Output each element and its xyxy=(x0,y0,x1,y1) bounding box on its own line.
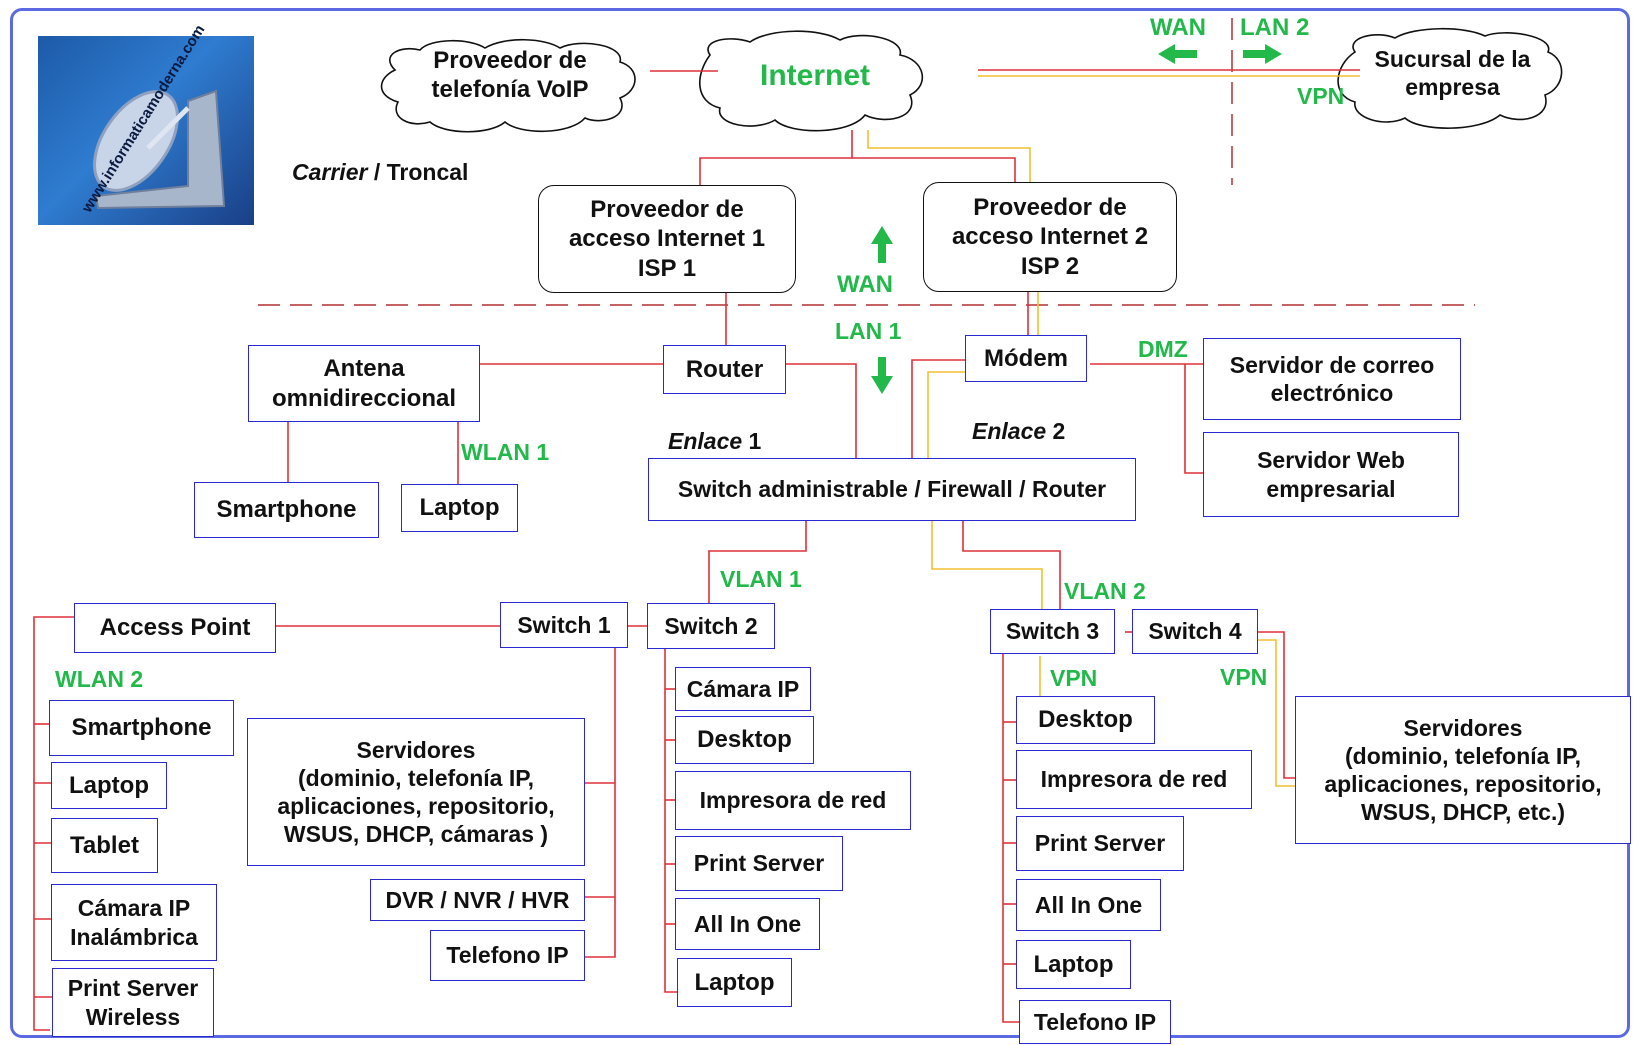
enlace2-number: 2 xyxy=(1046,417,1066,444)
switch3-printserver-box: Print Server xyxy=(1016,816,1184,871)
switch4-servers-box: Servidores (dominio, telefonía IP, aplic… xyxy=(1295,696,1631,844)
site-logo xyxy=(38,36,254,225)
dmz-web-link xyxy=(1184,364,1208,474)
voip-provider-cloud: Proveedor de telefonía VoIP xyxy=(431,47,589,103)
wlan1-label: WLAN 1 xyxy=(461,439,550,465)
modem-box: Módem xyxy=(965,335,1087,382)
wan-up-arrow xyxy=(871,226,893,263)
ap-printserver-box: Print Server Wireless xyxy=(52,968,214,1037)
switch2-desktop-box: Desktop xyxy=(675,716,814,764)
laptop-top-box: Laptop xyxy=(401,484,518,532)
wan-mid-label: WAN xyxy=(837,271,893,298)
router-box: Router xyxy=(663,345,786,394)
wan-top-label: WAN xyxy=(1150,14,1206,41)
branch-cloud: Sucursal de la empresa xyxy=(1374,46,1531,100)
lan2-label: LAN 2 xyxy=(1240,14,1310,41)
carrier-label: Carrier / Troncal xyxy=(292,131,468,186)
dmz-label: DMZ xyxy=(1138,336,1188,362)
switch3-box: Switch 3 xyxy=(990,609,1115,654)
switch1-devices-bus xyxy=(585,648,616,958)
core-switch2-link xyxy=(708,521,807,604)
isp2-box: Proveedor de acceso Internet 2 ISP 2 xyxy=(923,182,1177,292)
switch2-box: Switch 2 xyxy=(647,603,775,649)
switch2-printer-box: Impresora de red xyxy=(675,771,911,830)
switch4-servers-link xyxy=(1258,631,1295,779)
mail-server-box: Servidor de correo electrónico xyxy=(1203,338,1461,420)
switch1-ip-phone-box: Telefono IP xyxy=(430,930,585,981)
enlace2-word: Enlace xyxy=(972,417,1047,444)
switch2-printserver-box: Print Server xyxy=(675,836,843,891)
switch1-servers-box: Servidores (dominio, telefonía IP, aplic… xyxy=(247,718,585,866)
carrier-text: Carrier xyxy=(292,158,368,185)
ap-devices-bus xyxy=(33,616,74,1031)
troncal-text: / Troncal xyxy=(367,158,469,185)
switch4-box: Switch 4 xyxy=(1132,609,1258,654)
voip-cloud-shape xyxy=(380,38,636,133)
switch1-box: Switch 1 xyxy=(500,602,628,648)
vpn-core-switch3 xyxy=(931,521,1043,609)
vpn-internet-isp2 xyxy=(867,130,1031,185)
lan1-down-arrow xyxy=(871,357,893,394)
web-server-box: Servidor Web empresarial xyxy=(1203,432,1459,517)
switch3-laptop-box: Laptop xyxy=(1016,940,1131,989)
vlan2-label: VLAN 2 xyxy=(1064,578,1146,604)
switch2-camera-box: Cámara IP xyxy=(675,667,811,711)
vpn-switch4-servers xyxy=(1258,639,1295,787)
vpn-top-label: VPN xyxy=(1297,83,1345,109)
wlan2-label: WLAN 2 xyxy=(55,666,144,692)
switch3-desktop-box: Desktop xyxy=(1016,696,1155,744)
smartphone-top-box: Smartphone xyxy=(194,482,379,538)
switch3-ip-phone-box: Telefono IP xyxy=(1019,1000,1171,1044)
diagram-frame xyxy=(10,8,1630,1038)
access-point-box: Access Point xyxy=(74,603,276,653)
switch3-printer-box: Impresora de red xyxy=(1016,750,1252,809)
isp1-box: Proveedor de acceso Internet 1 ISP 1 xyxy=(538,185,796,293)
ap-smartphone-box: Smartphone xyxy=(49,700,234,756)
ap-laptop-box: Laptop xyxy=(51,762,167,809)
ap-tablet-box: Tablet xyxy=(51,818,158,873)
enlace2-label: Enlace 2 xyxy=(972,390,1065,445)
ap-camera-box: Cámara IP Inalámbrica xyxy=(51,884,217,961)
lan2-right-arrow xyxy=(1243,44,1282,64)
switch2-laptop-box: Laptop xyxy=(677,958,792,1007)
core-switch-box: Switch administrable / Firewall / Router xyxy=(648,458,1136,521)
vpn-modem-core xyxy=(927,371,968,458)
switch2-allinone-box: All In One xyxy=(675,898,820,950)
antenna-box: Antena omnidireccional xyxy=(248,345,480,422)
vpn-switch4-label: VPN xyxy=(1220,664,1268,690)
vpn-switch3-label: VPN xyxy=(1050,665,1098,691)
enlace1-word: Enlace xyxy=(668,427,743,454)
internet-cloud: Internet xyxy=(759,59,870,92)
switch1-dvr-box: DVR / NVR / HVR xyxy=(370,879,585,921)
switch3-allinone-box: All In One xyxy=(1016,879,1161,931)
switch2-devices-bus xyxy=(664,649,677,993)
enlace1-label: Enlace 1 xyxy=(668,400,761,455)
vlan1-label: VLAN 1 xyxy=(720,566,802,592)
switch3-devices-bus xyxy=(1002,654,1019,1023)
satellite-dish-icon xyxy=(93,89,226,210)
router-core-link xyxy=(786,363,857,458)
core-switch3-link xyxy=(962,521,1061,609)
modem-core-link xyxy=(911,359,968,458)
enlace1-number: 1 xyxy=(742,427,762,454)
internet-isps-link xyxy=(699,130,853,188)
lan1-label: LAN 1 xyxy=(835,318,902,344)
internet-cloud-shape xyxy=(698,30,924,132)
wan-left-arrow xyxy=(1158,44,1197,64)
branch-cloud-shape xyxy=(1337,27,1563,129)
